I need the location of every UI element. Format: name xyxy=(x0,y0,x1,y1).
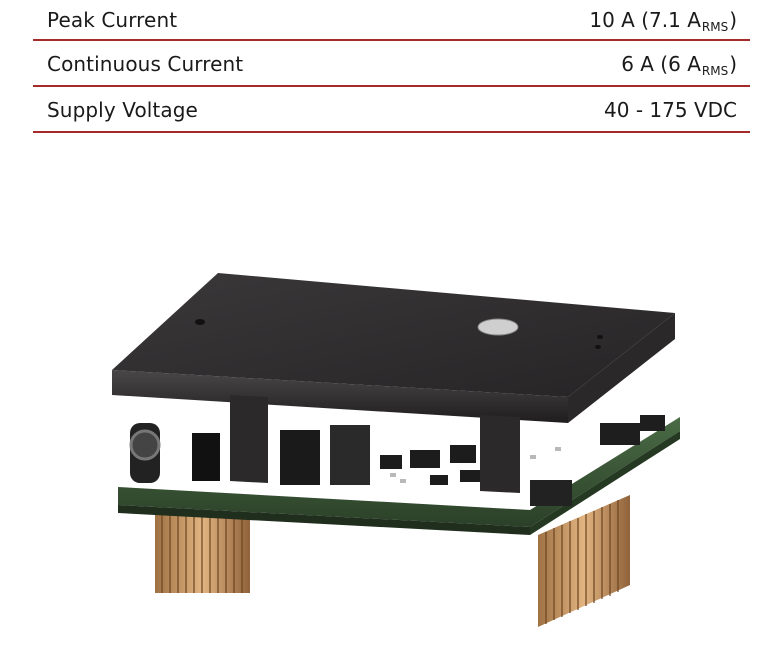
right-pin-header xyxy=(538,495,630,627)
capacitor xyxy=(192,433,220,481)
spec-label: Supply Voltage xyxy=(47,98,198,122)
servo-drive-product-image xyxy=(112,273,680,627)
spec-value-main: 6 A (6 A xyxy=(621,52,701,76)
spec-row-peak-current: Peak Current 10 A (7.1 ARMS) xyxy=(33,0,750,41)
spec-value-tail: ) xyxy=(729,7,737,32)
spec-value-main: 10 A (7.1 A xyxy=(589,7,701,32)
spec-label: Peak Current xyxy=(47,7,178,32)
spec-value: 40 - 175 VDC xyxy=(604,98,737,122)
mounting-hole xyxy=(477,318,519,336)
left-pin-header xyxy=(155,513,250,593)
spec-value-subscript: RMS xyxy=(701,19,729,34)
spec-value-tail: ) xyxy=(729,52,737,76)
spec-value-main: 40 - 175 VDC xyxy=(604,98,737,122)
heatsink xyxy=(112,273,675,493)
spec-label: Continuous Current xyxy=(47,52,244,76)
spec-value-subscript: RMS xyxy=(701,64,729,78)
circuit-board xyxy=(118,415,680,535)
spec-row-supply-voltage: Supply Voltage 40 - 175 VDC xyxy=(33,89,750,133)
spec-table: Peak Current 10 A (7.1 ARMS) Continuous … xyxy=(33,0,750,133)
connector xyxy=(530,480,572,506)
spec-value: 10 A (7.1 ARMS) xyxy=(589,7,737,34)
spec-value: 6 A (6 ARMS) xyxy=(621,52,737,78)
spec-row-continuous-current: Continuous Current 6 A (6 ARMS) xyxy=(33,43,750,87)
